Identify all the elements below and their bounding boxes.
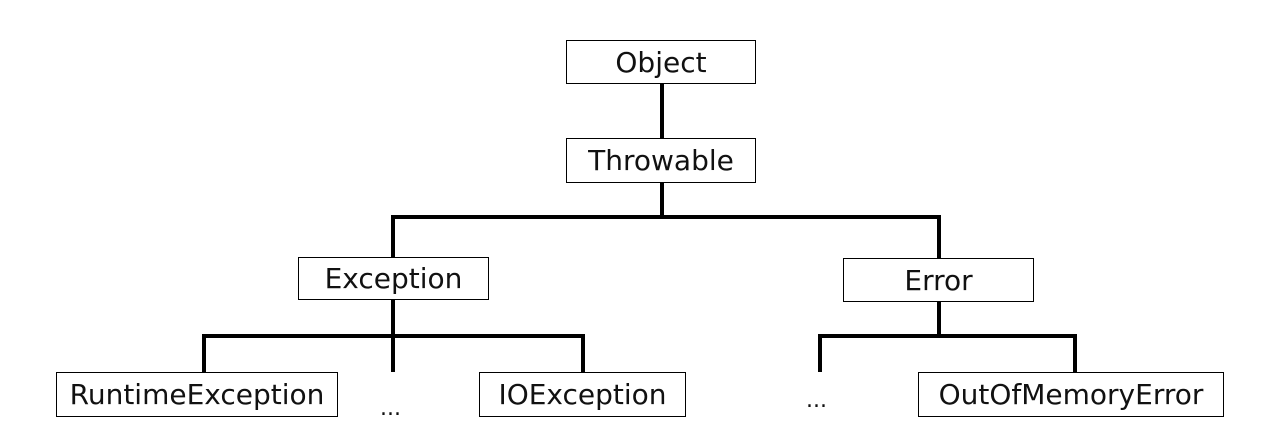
error-more-ellipsis: ... xyxy=(806,388,827,413)
node-runtime-exception: RuntimeException xyxy=(56,372,338,417)
node-error: Error xyxy=(843,258,1034,302)
node-io-exception: IOException xyxy=(479,372,686,417)
node-object: Object xyxy=(566,40,756,84)
node-out-of-memory-error: OutOfMemoryError xyxy=(918,372,1224,417)
node-exception: Exception xyxy=(298,257,489,300)
exception-more-ellipsis: ... xyxy=(380,396,401,421)
node-throwable: Throwable xyxy=(566,138,756,183)
